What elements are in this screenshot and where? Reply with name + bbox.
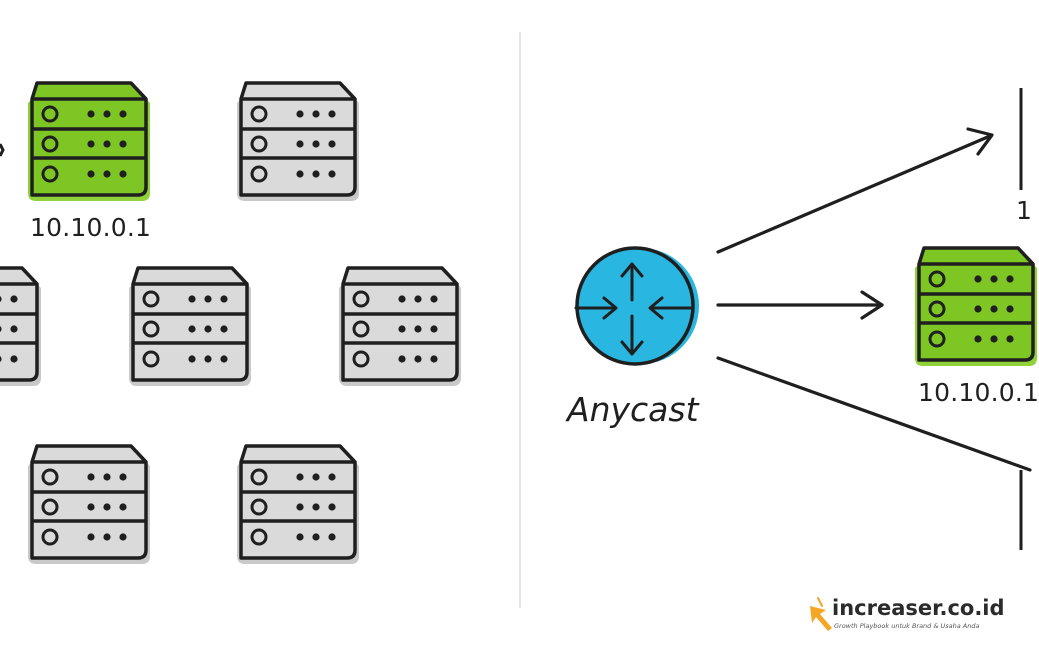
left-edge-arrow-fragment bbox=[0, 143, 5, 157]
server-mid-right bbox=[337, 266, 463, 388]
left-server-ip-label: 10.10.0.1 bbox=[30, 213, 152, 242]
server-active-right bbox=[913, 246, 1039, 368]
watermark-name: increaser.co.id bbox=[832, 596, 1005, 620]
server-bottom-left bbox=[26, 444, 152, 566]
route-arrows bbox=[716, 127, 1032, 472]
server-top-right bbox=[235, 81, 361, 203]
server-active-left bbox=[26, 81, 152, 203]
router-arrows-icon bbox=[574, 262, 694, 356]
router-icon bbox=[575, 246, 695, 366]
right-server-ip-label: 10.10.0.1 bbox=[918, 378, 1039, 407]
server-mid-center bbox=[127, 266, 253, 388]
server-bottom-right bbox=[235, 444, 361, 566]
watermark-tagline: Growth Playbook untuk Brand & Usaha Anda bbox=[834, 622, 980, 630]
watermark-logo-icon bbox=[810, 597, 832, 631]
server-mid-left-partial bbox=[0, 266, 43, 388]
watermark: increaser.co.id Growth Playbook untuk Br… bbox=[808, 596, 1008, 636]
router-label: Anycast bbox=[567, 390, 699, 429]
right-top-server-label-partial: 1 bbox=[1016, 196, 1033, 225]
